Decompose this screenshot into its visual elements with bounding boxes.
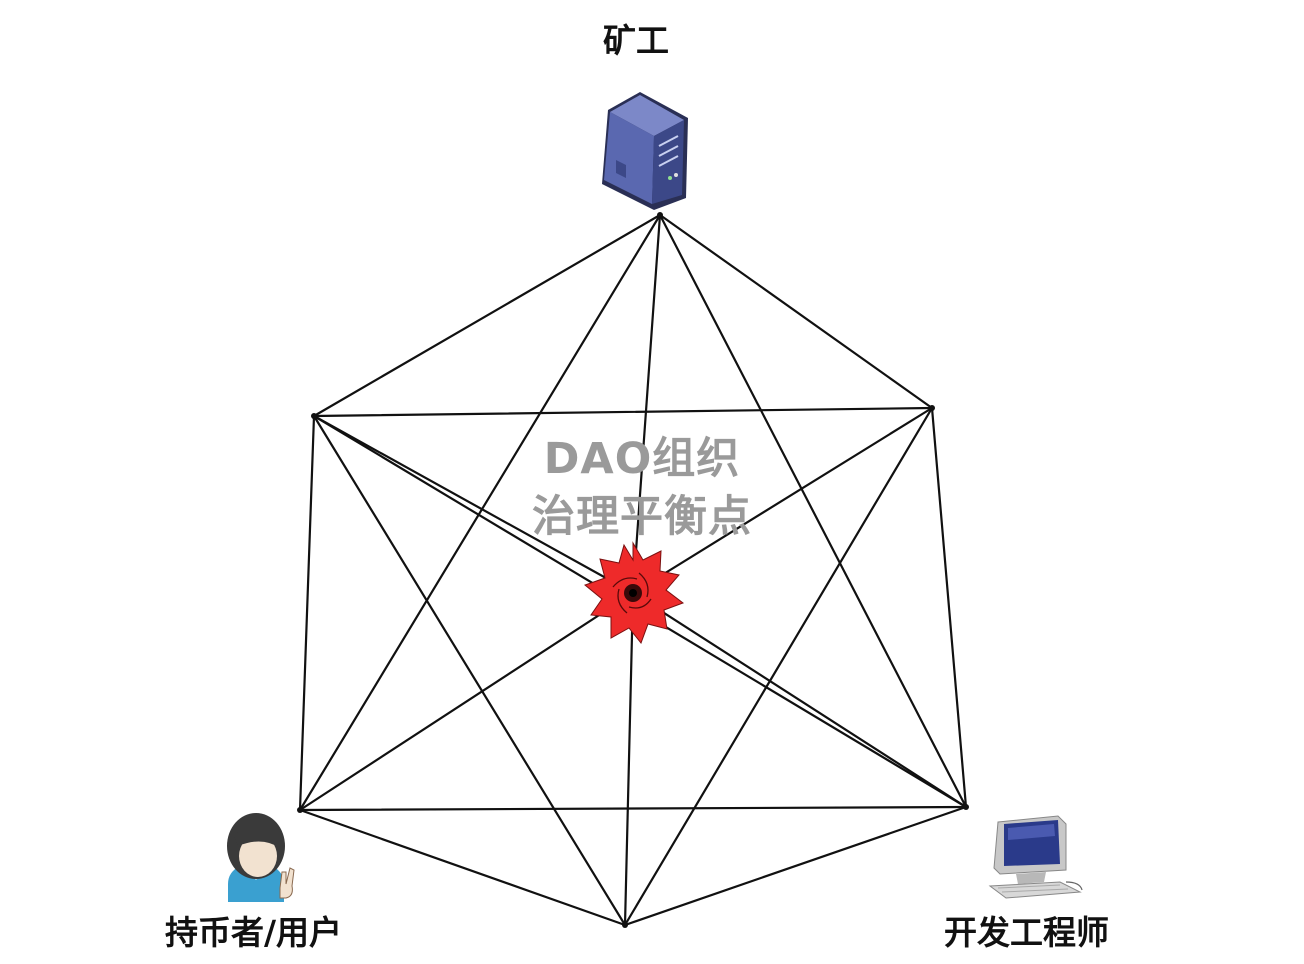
edge xyxy=(625,408,932,925)
edge xyxy=(314,408,932,416)
vertex-dot xyxy=(311,413,317,419)
edge xyxy=(300,593,633,810)
edge xyxy=(625,593,633,925)
desktop-computer-icon xyxy=(990,816,1082,898)
vertex-dot xyxy=(297,807,303,813)
edge xyxy=(300,416,314,810)
edge xyxy=(300,807,966,810)
developer-label: 开发工程师 xyxy=(944,916,1109,949)
vertex-dot xyxy=(963,804,969,810)
vertex-dot xyxy=(657,212,663,218)
miner-label: 矿工 xyxy=(603,24,669,57)
user-avatar-icon xyxy=(227,813,294,902)
vertex-dot xyxy=(622,922,628,928)
edge xyxy=(633,593,966,807)
edge xyxy=(660,215,932,408)
center-title-line2: 治理平衡点 xyxy=(492,496,792,539)
edge xyxy=(314,215,660,416)
edge xyxy=(300,810,625,925)
server-tower-icon xyxy=(602,92,688,210)
center-title-line1: DAO组织 xyxy=(492,438,792,481)
edge xyxy=(932,408,966,807)
vertex-dot xyxy=(929,405,935,411)
edge xyxy=(625,807,966,925)
holder-label: 持币者/用户 xyxy=(165,916,342,949)
